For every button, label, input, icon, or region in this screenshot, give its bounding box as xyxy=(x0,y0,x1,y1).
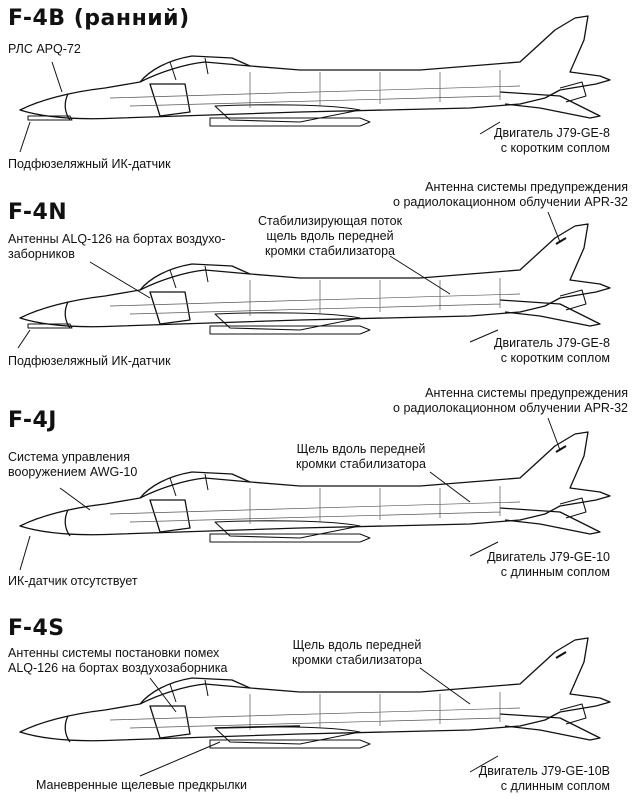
rwr-antenna xyxy=(555,445,567,453)
canopy-frames xyxy=(169,473,209,497)
panel-lines xyxy=(109,486,521,524)
leader-line xyxy=(547,417,561,451)
nozzle xyxy=(559,81,587,103)
fuselage-outline xyxy=(19,431,611,536)
leader-line xyxy=(469,755,499,773)
canopy-frames xyxy=(169,679,209,703)
missile xyxy=(209,325,371,335)
label-radar: РЛС APQ-72 xyxy=(8,42,81,56)
jet-drawing-f4j xyxy=(19,417,611,571)
label-stab-slot: Щель вдоль передней кромки стабилизатора xyxy=(292,638,422,667)
missile xyxy=(209,117,371,127)
wing xyxy=(214,312,361,331)
leader-line xyxy=(429,471,471,503)
stabilizer xyxy=(499,713,601,741)
wing xyxy=(214,104,361,123)
label-engine: Двигатель J79-GE-10B с длинным соплом xyxy=(478,764,610,793)
canopy-frames xyxy=(169,265,209,289)
aircraft xyxy=(19,431,611,543)
canopy xyxy=(139,55,251,83)
leading-edge-slats xyxy=(214,725,301,729)
stabilizer xyxy=(499,91,601,119)
nozzle xyxy=(559,703,587,725)
leader-line xyxy=(479,121,501,135)
label-ir-sensor: Подфюзеляжный ИК-датчик xyxy=(8,157,171,171)
missile xyxy=(209,533,371,543)
canopy xyxy=(139,471,251,499)
ir-sensor-pod xyxy=(27,323,73,329)
aircraft xyxy=(19,15,611,127)
panel-lines xyxy=(109,692,521,730)
leader-line xyxy=(17,329,31,349)
radome-line xyxy=(64,509,71,537)
label-alq: Антенны ALQ-126 на бортах воздухо- забор… xyxy=(8,232,226,261)
rwr-antenna xyxy=(555,651,567,659)
leader-line xyxy=(547,211,561,243)
jet-drawing-f4n xyxy=(17,211,611,349)
label-alq: Антенны системы постановки помех ALQ-126… xyxy=(8,646,228,675)
label-ir-sensor: Подфюзеляжный ИК-датчик xyxy=(8,354,171,368)
rwr-antenna xyxy=(555,237,567,245)
leader-line xyxy=(419,667,471,705)
canopy-frames xyxy=(169,57,209,81)
label-engine: Двигатель J79-GE-8 с коротким соплом xyxy=(494,126,610,155)
intake xyxy=(149,499,191,533)
stabilizer xyxy=(499,299,601,327)
label-stab-slot: Стабилизирующая поток щель вдоль передне… xyxy=(258,214,403,258)
intake xyxy=(149,83,191,117)
variant-title: F-4S xyxy=(8,616,65,641)
variant-title: F-4J xyxy=(8,408,57,433)
variant-title: F-4N xyxy=(8,200,68,225)
nozzle xyxy=(559,497,587,519)
jet-drawing-f4b xyxy=(19,15,611,153)
intake xyxy=(149,291,191,325)
canopy xyxy=(139,677,251,705)
fuselage-outline xyxy=(19,223,611,328)
leader-line xyxy=(19,121,31,153)
jet-drawing-f4s xyxy=(19,637,611,777)
panel-f4b: F-4B (ранний) РЛС APQ-72 Подфюзеляжный И… xyxy=(0,0,640,196)
nozzle xyxy=(559,289,587,311)
intake xyxy=(149,705,191,739)
label-rwr: Антенна системы предупреждения о радиоло… xyxy=(393,386,628,415)
aircraft xyxy=(19,637,611,749)
fuselage-outline xyxy=(19,15,611,120)
panel-f4s: F-4S Антенны системы постановки помех AL… xyxy=(0,596,640,796)
leader-line xyxy=(389,255,451,295)
leader-line xyxy=(19,535,31,571)
canopy xyxy=(139,263,251,291)
panel-f4j: F-4J Антенна системы предупреждения о ра… xyxy=(0,384,640,596)
label-engine: Двигатель J79-GE-10 с длинным соплом xyxy=(487,550,610,579)
leader-line xyxy=(51,61,63,93)
label-awg: Система управления вооружением AWG-10 xyxy=(8,450,138,479)
panel-lines xyxy=(109,278,521,316)
radome-line xyxy=(64,301,71,329)
label-engine: Двигатель J79-GE-8 с коротким соплом xyxy=(494,336,610,365)
leader-line xyxy=(469,541,499,557)
panel-f4n: F-4N Антенна системы предупреждения о ра… xyxy=(0,176,640,386)
label-rwr: Антенна системы предупреждения о радиоло… xyxy=(393,180,628,209)
leader-line xyxy=(469,329,499,343)
leader-line xyxy=(149,677,177,713)
stabilizer xyxy=(499,507,601,535)
aircraft xyxy=(19,223,611,335)
ir-sensor-pod xyxy=(27,115,73,121)
wing xyxy=(214,520,361,539)
label-slats: Маневренные щелевые предкрылки xyxy=(36,778,247,792)
wing xyxy=(214,726,361,745)
panel-lines xyxy=(109,70,521,108)
radome-line xyxy=(64,715,71,743)
leader-line xyxy=(59,487,91,511)
leader-line xyxy=(89,261,151,299)
fuselage-outline xyxy=(19,637,611,742)
variant-title: F-4B (ранний) xyxy=(8,6,190,31)
radome-line xyxy=(64,93,71,121)
label-stab-slot: Щель вдоль передней кромки стабилизатора xyxy=(296,442,426,471)
leader-line xyxy=(139,741,221,777)
label-ir-sensor: ИК-датчик отсутствует xyxy=(8,574,138,588)
